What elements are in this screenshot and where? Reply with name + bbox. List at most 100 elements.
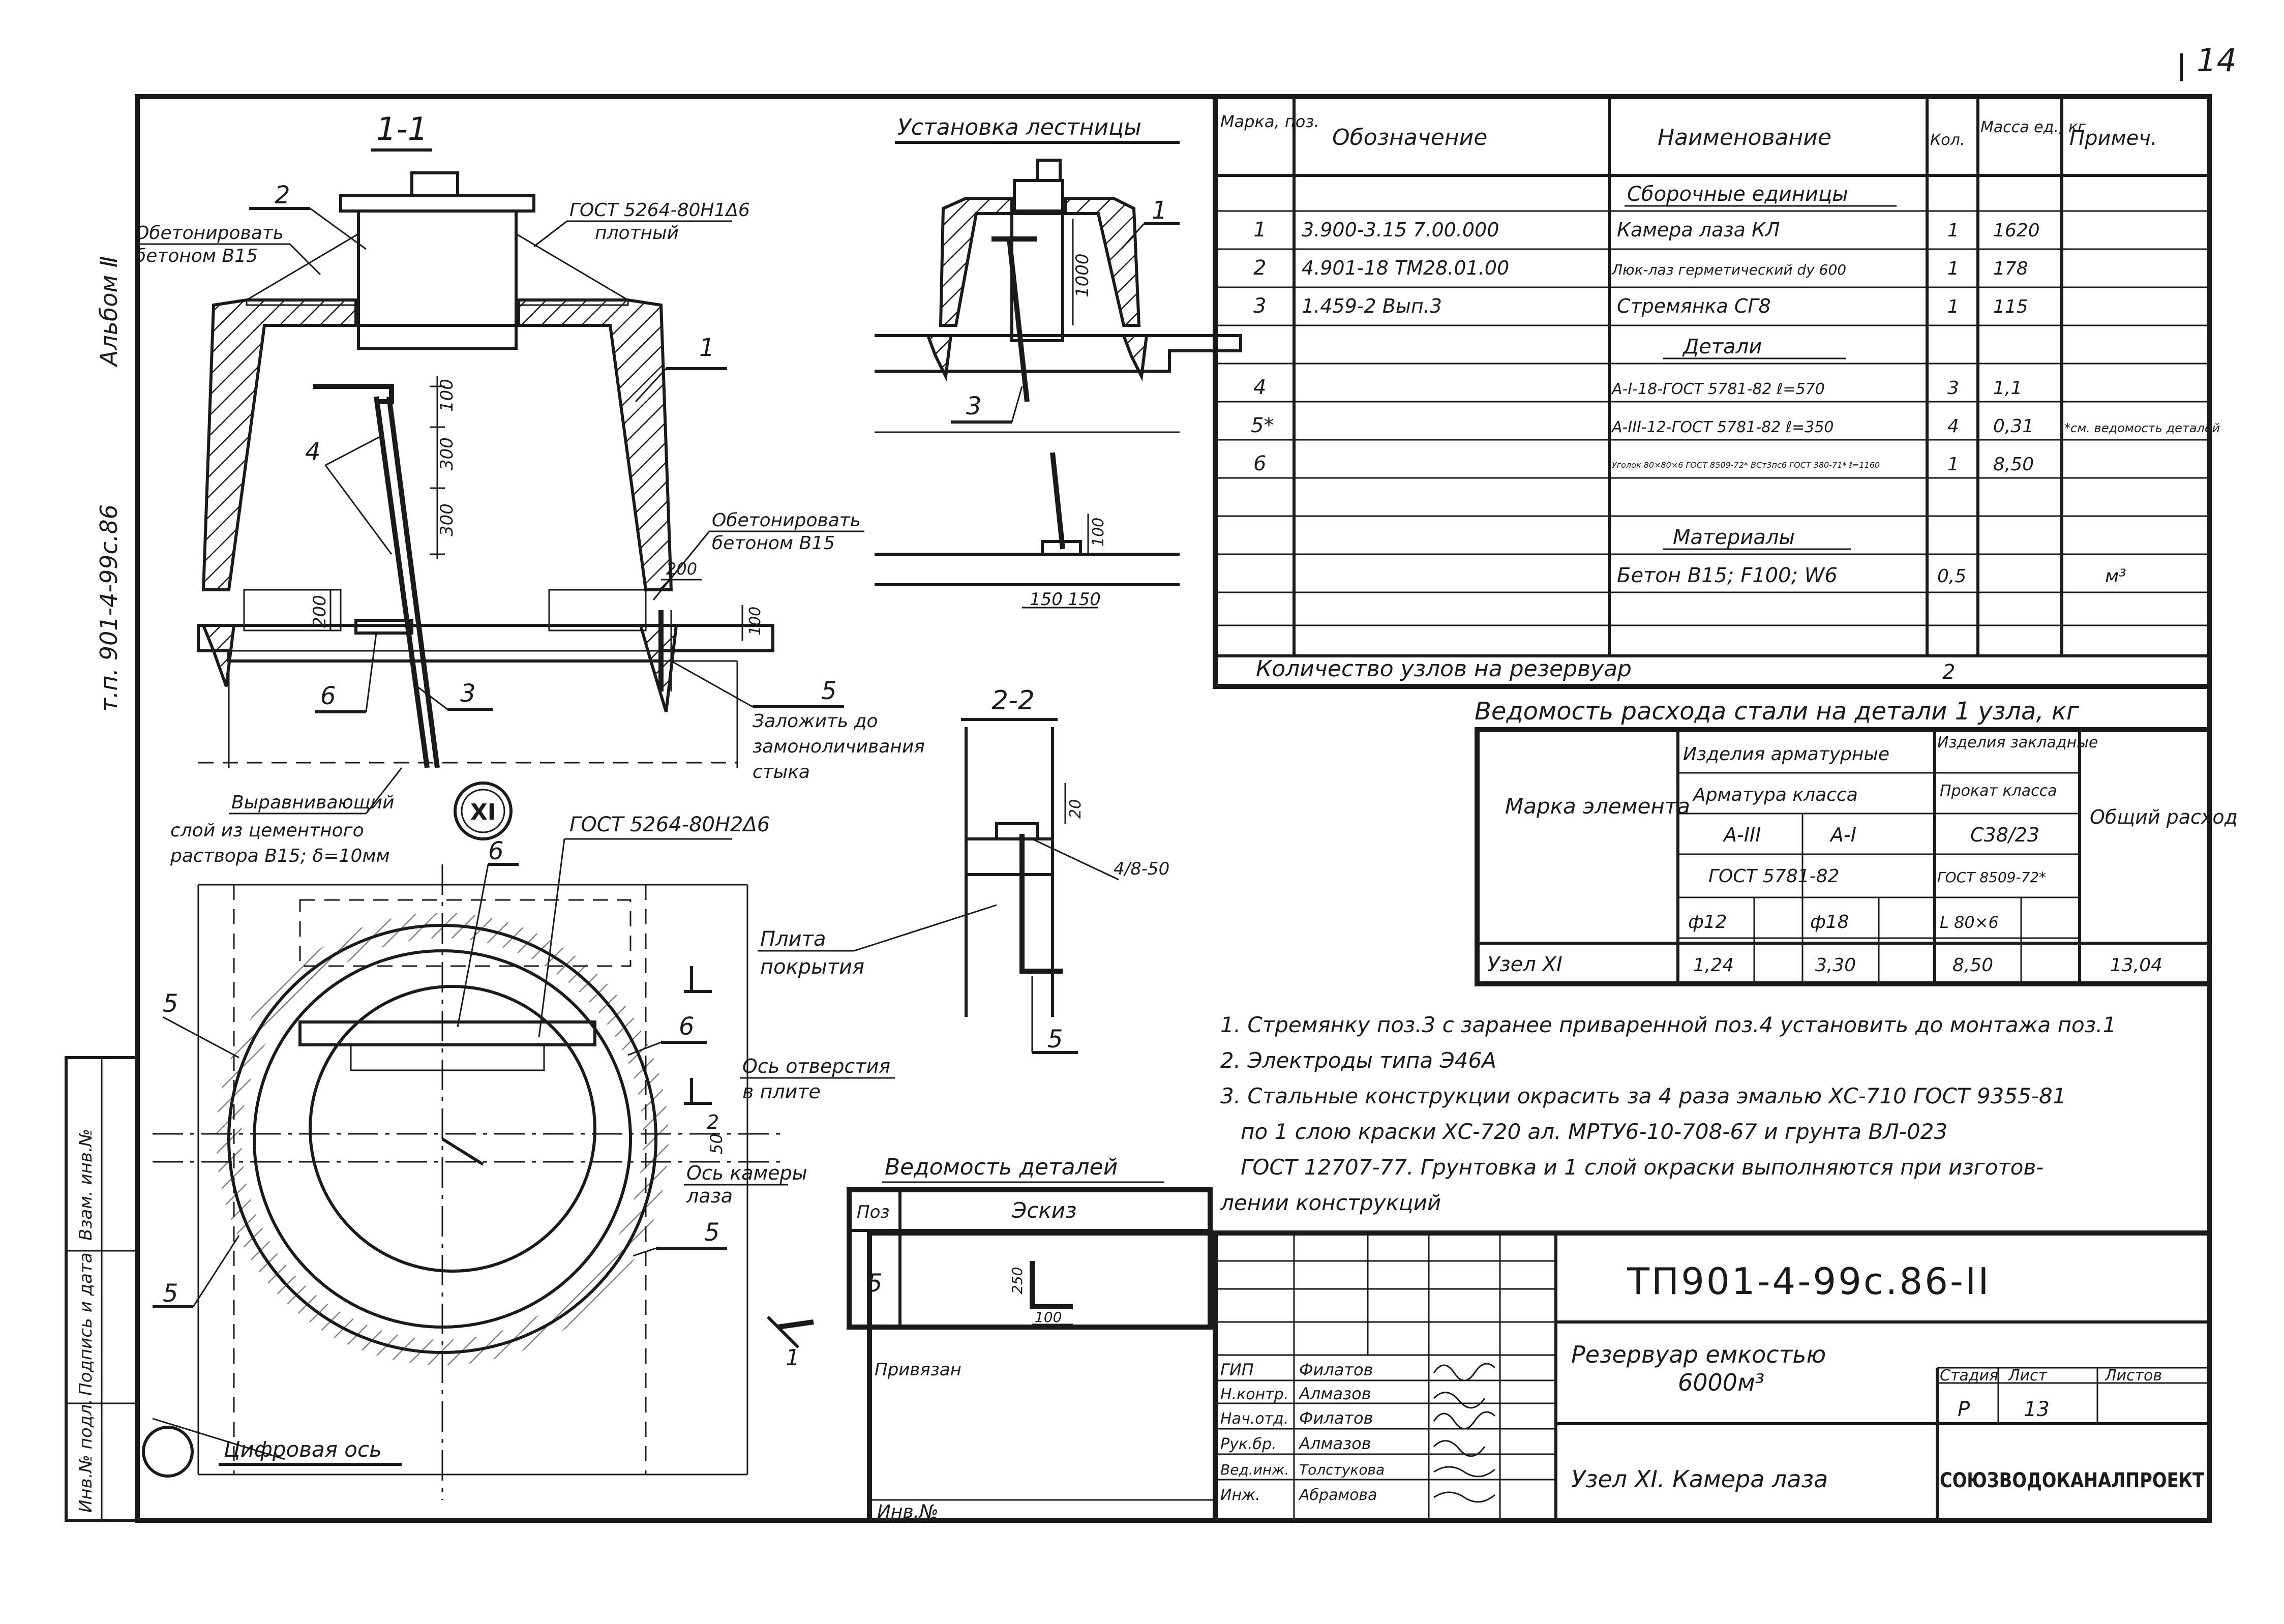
hdr-note: Примеч. <box>2069 127 2157 150</box>
ladder-callout-1: 1 <box>1152 196 1167 225</box>
row1-qty: 1 <box>1947 220 1959 241</box>
ladder-dim-150b: 150 <box>1068 589 1101 610</box>
plan-gost-note: ГОСТ 5264-80Н2Δ6 <box>569 813 770 836</box>
ladder-install: Установка лестницы 1000 1 3 100 150 150 <box>875 114 1242 610</box>
note-1: 1. Стремянку поз.3 с заранее приваренной… <box>1220 1012 2116 1037</box>
row5-qty: 4 <box>1947 416 1959 437</box>
hdr-pos: Марка, поз. <box>1220 112 1319 131</box>
row1-mass: 1620 <box>1993 220 2040 241</box>
note-chamber-axis-2: лаза <box>686 1185 733 1207</box>
tb-object-1: Резервуар емкостью <box>1571 1341 1826 1368</box>
detail-dim-100: 100 <box>1035 1309 1062 1326</box>
page-number: 14 <box>2197 42 2237 79</box>
tb-stage: Р <box>1958 1398 1970 1421</box>
ladder-dim-100: 100 <box>1090 518 1107 547</box>
row2-qty: 1 <box>1947 258 1959 279</box>
tb-code: ТП901-4-99с.86-II <box>1627 1260 1991 1303</box>
tb-name-4: Алмазов <box>1298 1434 1371 1453</box>
hdr-name: Наименование <box>1658 125 1831 151</box>
side-strip-signature: Подпись и дата <box>76 1252 96 1396</box>
spec-table: Марка, поз. Обозначение Наименование Кол… <box>1213 94 2220 689</box>
tb-sheet: 13 <box>2024 1398 2050 1421</box>
tb-role-3: Нач.отд. <box>1220 1410 1288 1428</box>
steel-table: Ведомость расхода стали на детали 1 узла… <box>1475 697 2238 986</box>
row7-qty: 0,5 <box>1937 566 1966 587</box>
steel-title: Ведомость расхода стали на детали 1 узла… <box>1475 697 2080 726</box>
tb-name-3: Филатов <box>1299 1408 1373 1428</box>
row5-note: *см. ведомость деталей <box>2064 421 2220 435</box>
note-gost-hatch-1: ГОСТ 5264-80Н1Δ6 <box>569 200 750 221</box>
hdr-qty: Кол. <box>1930 131 1965 149</box>
general-notes: 1. Стремянку поз.3 с заранее приваренной… <box>1220 1012 2116 1215</box>
note-leveling-1: Выравнивающий <box>231 792 394 813</box>
row3-designation: 1.459-2 Вып.3 <box>1302 295 1442 317</box>
tb-role-2: Н.контр. <box>1220 1386 1288 1403</box>
callout-5-plan-a: 5 <box>163 989 178 1018</box>
callout-2-plan: 2 <box>707 1111 719 1133</box>
note-3a: 3. Стальные конструкции окрасить за 4 ра… <box>1220 1084 2066 1108</box>
hdr-designation: Обозначение <box>1332 125 1487 151</box>
row4-name: А-I-18-ГОСТ 5781-82 ℓ=570 <box>1611 380 1825 398</box>
hdr-mass: Масса ед., кг <box>1980 118 2086 136</box>
row5-pos: 5* <box>1251 414 1274 437</box>
note-digital-axis: Цифровая ось <box>224 1437 382 1462</box>
section-materials: Материалы <box>1673 526 1795 549</box>
callout-6-plan-a: 6 <box>488 837 504 865</box>
note-embed-3: стыка <box>753 762 810 783</box>
row3-qty: 1 <box>1947 296 1959 317</box>
note-leveling-2: слой из цементного <box>170 820 364 841</box>
row3-name: Стремянка СГ8 <box>1617 295 1771 317</box>
detail-list: Ведомость деталей Поз Эскиз 5 250 100 <box>847 1154 1213 1330</box>
slab-label-2: покрытия <box>760 955 864 979</box>
slab-label-1: Плита <box>760 927 826 951</box>
note-concrete-right-1: Обетонировать <box>712 510 861 531</box>
dim-20: 20 <box>1067 799 1085 819</box>
row6-qty: 1 <box>1947 454 1959 475</box>
row4-pos: 4 <box>1253 376 1266 399</box>
steel-row-v3: 8,50 <box>1952 955 1993 976</box>
row5-name: А-III-12-ГОСТ 5781-82 ℓ=350 <box>1611 418 1834 436</box>
dim-100: 100 <box>437 379 457 412</box>
dim-100b: 100 <box>746 607 764 636</box>
note-concrete-top-1: Обетонировать <box>135 223 284 244</box>
row2-name: Люк-лаз герметический dу 600 <box>1611 261 1846 278</box>
section-1-1-title: 1-1 <box>376 110 428 147</box>
steel-row-v1: 1,24 <box>1693 955 1734 976</box>
callout-1: 1 <box>699 334 715 362</box>
tb-tied-to: Привязан <box>875 1360 961 1380</box>
side-strip: Инв.№ подл. Подпись и дата Взам. инв.№ <box>65 1056 139 1522</box>
callout-6-plan-b: 6 <box>679 1012 695 1041</box>
section-2-2: 2-2 20 4/8-50 Плита покрытия 5 <box>758 685 1169 1054</box>
sheet-frame <box>135 94 2212 1523</box>
callout-5-plan-c: 5 <box>704 1218 720 1247</box>
tb-org: СОЮЗВОДОКАНАЛПРОЕКТ <box>1940 1469 2205 1492</box>
steel-total: Общий расход <box>2090 806 2238 828</box>
steel-row-v4: 13,04 <box>2110 955 2162 976</box>
steel-row-v2: 3,30 <box>1815 955 1856 976</box>
tb-role-6: Инж. <box>1220 1486 1260 1504</box>
steel-row-label: Узел XI <box>1487 953 1562 976</box>
steel-group-rebar: Изделия арматурные <box>1683 744 1889 765</box>
callout-5: 5 <box>821 677 837 705</box>
row6-name: Уголок 80×80×6 ГОСТ 8509-72* ВСт3пс6 ГОС… <box>1612 460 1880 470</box>
ladder-dim-150a: 150 <box>1030 589 1063 610</box>
note-3b: по 1 слою краски ХС-720 ал. МРТУ6-10-708… <box>1241 1119 1947 1144</box>
dim-200b: 200 <box>666 559 697 579</box>
tb-name-1: Филатов <box>1299 1360 1373 1379</box>
cut-marker-1: 1 <box>786 1345 800 1371</box>
steel-d18: ф18 <box>1810 912 1849 933</box>
side-strip-replace: Взам. инв.№ <box>76 1129 96 1241</box>
tb-sheets-label: Листов <box>2105 1367 2162 1385</box>
tb-name-6: Абрамова <box>1298 1486 1377 1504</box>
album-label: Альбом Ⅱ <box>95 256 123 368</box>
row1-designation: 3.900-3.15 7.00.000 <box>1302 219 1499 241</box>
callout-4: 4 <box>305 438 321 466</box>
callout-5-plan-b: 5 <box>163 1279 178 1308</box>
row4-qty: 3 <box>1947 378 1959 399</box>
steel-d12: ф12 <box>1688 912 1727 933</box>
steel-a1: А-I <box>1829 824 1856 846</box>
section-2-2-callout-5: 5 <box>1047 1025 1063 1054</box>
steel-l80: L 80×6 <box>1940 913 1999 932</box>
tb-sheet-title: Узел XI. Камера лаза <box>1571 1465 1828 1493</box>
section-assemblies: Сборочные единицы <box>1627 183 1848 206</box>
